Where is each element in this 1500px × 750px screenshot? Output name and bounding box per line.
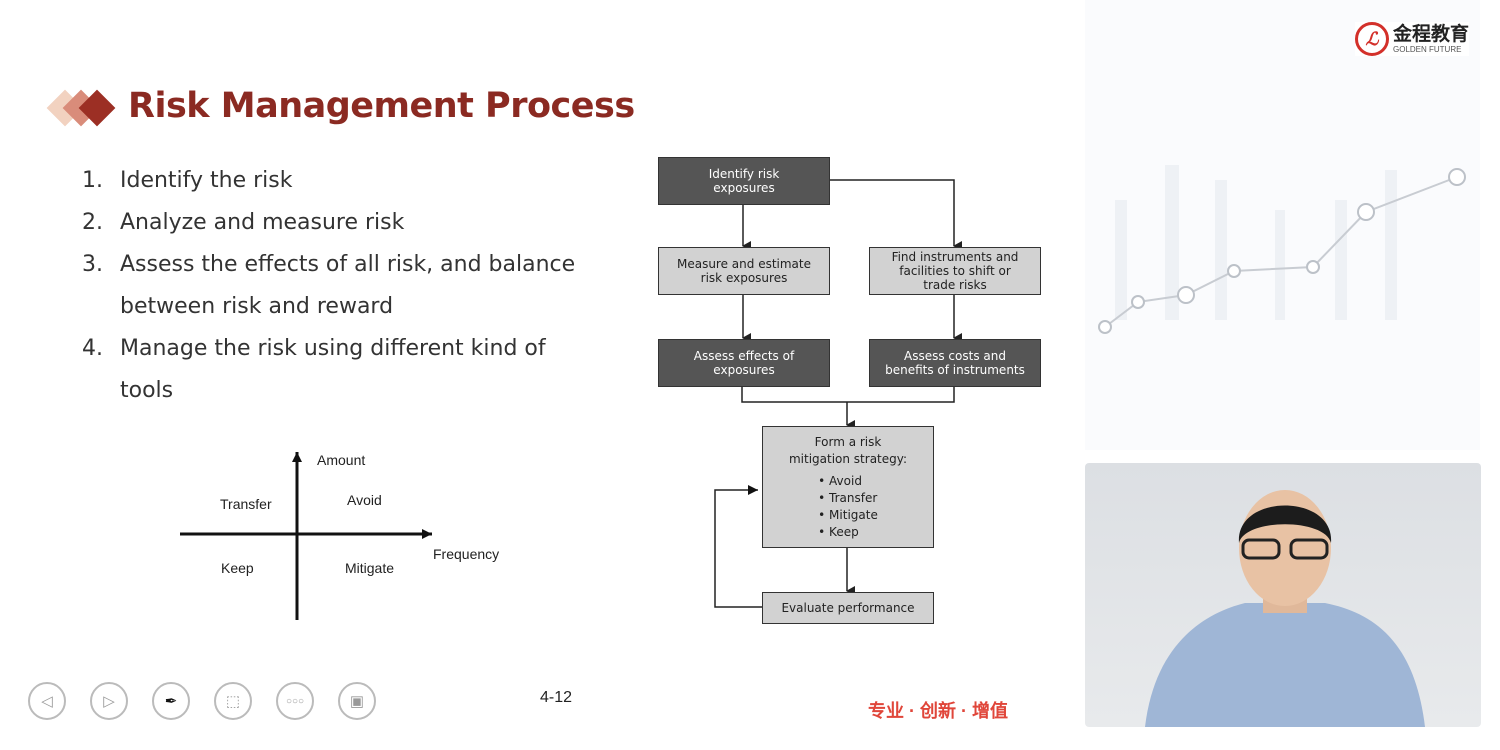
presenter-view-button[interactable]: ▣ <box>338 682 376 720</box>
flow-assess-effects: Assess effects of exposures <box>658 339 830 387</box>
flow-arrows <box>714 179 962 608</box>
pen-icon: ✒ <box>164 693 178 710</box>
next-slide-button[interactable]: ▷ <box>90 682 128 720</box>
presenter-video <box>1085 463 1481 727</box>
quadrant-transfer: Transfer <box>220 496 272 512</box>
flow-assess-costs: Assess costs and benefits of instruments <box>869 339 1041 387</box>
list-item: 2. Analyze and measure risk <box>82 202 600 244</box>
previous-slide-button[interactable]: ◁ <box>28 682 66 720</box>
strategy-list: • Avoid • Transfer • Mitigate • Keep <box>818 473 878 541</box>
list-item: 3. Assess the effects of all risk, and ba… <box>82 244 600 328</box>
logo-emblem-icon: ℒ <box>1355 22 1389 56</box>
quadrant-axes <box>180 452 432 620</box>
chevron-left-icon: ◁ <box>41 693 53 710</box>
strategy-item: • Mitigate <box>818 507 878 522</box>
list-text: Assess the effects of all risk, and bala… <box>120 252 576 319</box>
pointer-icon: ⬚ <box>225 693 241 710</box>
logo: ℒ 金程教育 GOLDEN FUTURE <box>1355 22 1470 56</box>
list-number: 2. <box>82 210 103 235</box>
list-text: Identify the risk <box>120 168 293 193</box>
process-list: 1. Identify the risk 2. Analyze and measur… <box>82 160 600 412</box>
decorative-line-chart <box>1098 165 1466 334</box>
list-text: Manage the risk using different kind of … <box>120 336 546 403</box>
flow-evaluate: Evaluate performance <box>762 592 934 624</box>
flow-measure: Measure and estimate risk exposures <box>658 247 830 295</box>
flow-find: Find instruments and facilities to shift… <box>869 247 1041 295</box>
list-item: 4. Manage the risk using different kind o… <box>82 328 600 412</box>
quadrant-avoid: Avoid <box>347 492 382 508</box>
strategy-item: • Avoid <box>818 473 862 488</box>
strategy-item: • Transfer <box>818 490 878 505</box>
page-number: 4-12 <box>540 689 573 706</box>
screen-icon: ▣ <box>349 693 365 710</box>
pointer-button[interactable]: ⬚ <box>214 682 252 720</box>
more-icon: ○○○ <box>285 695 305 707</box>
strategy-item: • Keep <box>818 524 859 539</box>
y-axis-label: Amount <box>317 452 366 468</box>
list-number: 1. <box>82 168 103 193</box>
list-text: Analyze and measure risk <box>120 210 405 235</box>
slogan: 专业 · 创新 · 增值 <box>868 701 1008 721</box>
quadrant-mitigate: Mitigate <box>345 560 395 576</box>
list-item: 1. Identify the risk <box>82 160 600 202</box>
quadrant-keep: Keep <box>221 560 254 576</box>
list-number: 4. <box>82 336 103 361</box>
logo-en: GOLDEN FUTURE <box>1393 44 1462 54</box>
presenter-figure <box>1145 490 1425 727</box>
form-strategy-heading: Form a risk mitigation strategy: <box>788 434 908 466</box>
pen-tool-button[interactable]: ✒ <box>152 682 190 720</box>
logo-cn: 金程教育 <box>1393 23 1470 45</box>
more-button[interactable]: ○○○ <box>276 682 314 720</box>
list-number: 3. <box>82 252 103 277</box>
flow-identify: Identify risk exposures <box>658 157 830 205</box>
slide-title: Risk Management Process <box>128 86 635 126</box>
flow-form-strategy: Form a risk mitigation strategy: • Avoid… <box>762 426 934 548</box>
background-graphic <box>1085 0 1480 450</box>
chevron-right-icon: ▷ <box>103 693 115 710</box>
x-axis-label: Frequency <box>433 546 500 562</box>
